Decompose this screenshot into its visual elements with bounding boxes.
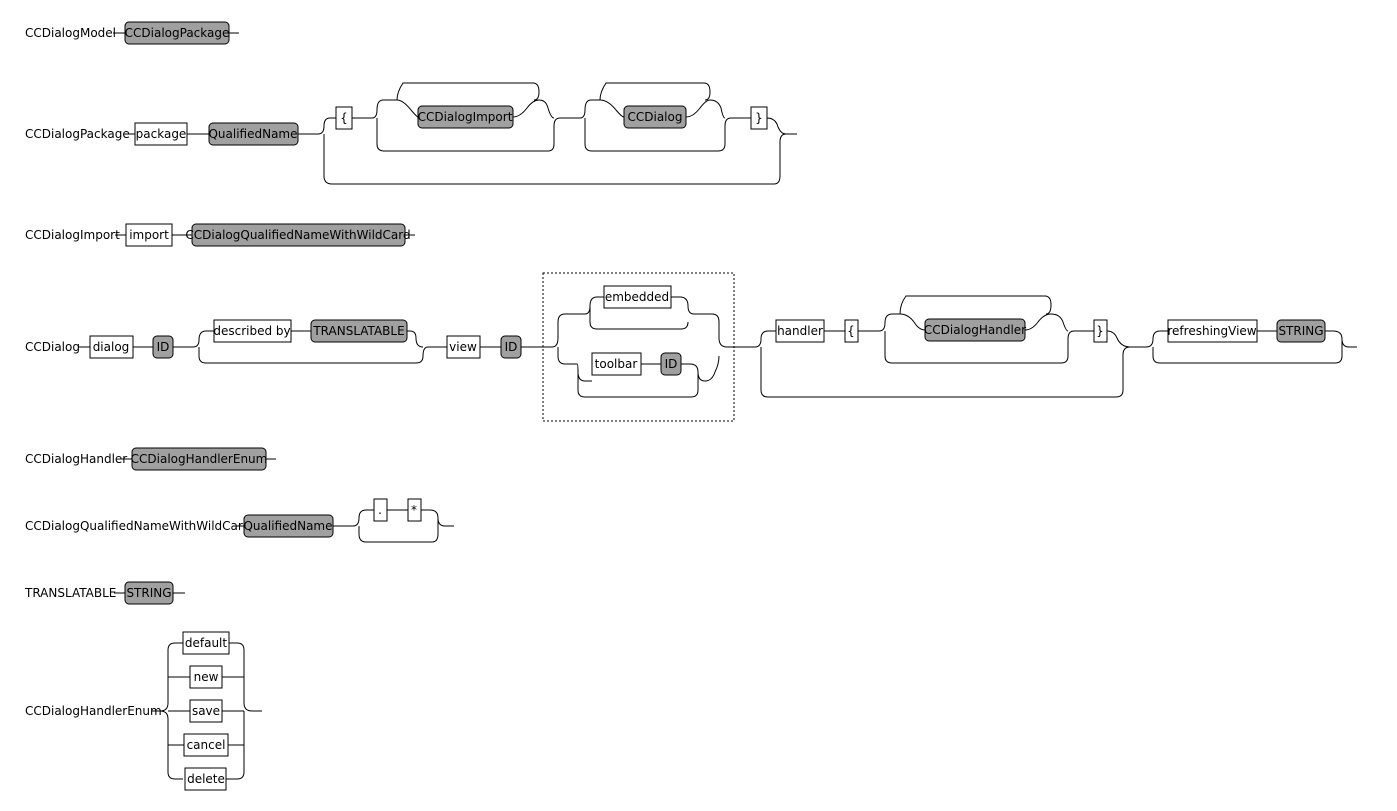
nonterminal-ccdialogpackage[interactable]: CCDialogPackage: [125, 26, 230, 40]
nonterminal-translatable[interactable]: TRANSLATABLE: [312, 324, 404, 338]
rule-name: CCDialogPackage: [25, 127, 130, 141]
nonterminal-view-id[interactable]: ID: [505, 340, 518, 354]
keyword-import[interactable]: import: [129, 228, 169, 242]
rule-name: CCDialog: [25, 340, 80, 354]
keyword-refreshingview[interactable]: refreshingView: [1167, 324, 1256, 338]
keyword-described-by[interactable]: described by: [213, 324, 290, 338]
keyword-delete[interactable]: delete: [187, 772, 225, 786]
nonterminal-qualifiedname[interactable]: QualifiedName: [208, 127, 297, 141]
keyword-package[interactable]: package: [136, 127, 187, 141]
rule-ccdialog: CCDialog dialog ID described by TRANSLAT…: [25, 272, 1357, 422]
nonterminal-string[interactable]: STRING: [1278, 324, 1323, 338]
keyword-handler-open-brace[interactable]: {: [847, 324, 855, 338]
nonterminal-ccdialoghandlerenum[interactable]: CCDialogHandlerEnum: [131, 452, 268, 466]
rule-ccdialogimport: CCDialogImport import CCDialogQualifiedN…: [25, 223, 415, 247]
nonterminal-string[interactable]: STRING: [126, 586, 171, 600]
nonterminal-ccdialoghandler[interactable]: CCDialogHandler: [924, 323, 1026, 337]
rule-ccdialoghandlerenum: CCDialogHandlerEnum default new save can…: [25, 631, 262, 791]
nonterminal-id[interactable]: ID: [157, 340, 170, 354]
keyword-star[interactable]: *: [411, 503, 417, 517]
keyword-default[interactable]: default: [185, 636, 228, 650]
keyword-toolbar[interactable]: toolbar: [595, 357, 638, 371]
rule-name: CCDialogQualifiedNameWithWildCard: [25, 519, 250, 533]
rule-translatable: TRANSLATABLE STRING: [24, 581, 185, 605]
keyword-new[interactable]: new: [194, 670, 219, 684]
nonterminal-qualifiedname-wildcard[interactable]: CCDialogQualifiedNameWithWildCard: [185, 228, 410, 242]
rule-name: CCDialogModel: [25, 26, 116, 40]
nonterminal-qualifiedname[interactable]: QualifiedName: [243, 519, 332, 533]
keyword-handler[interactable]: handler: [777, 324, 823, 338]
keyword-save[interactable]: save: [192, 704, 220, 718]
keyword-cancel[interactable]: cancel: [187, 738, 226, 752]
keyword-close-brace[interactable]: }: [755, 111, 763, 125]
keyword-handler-close-brace[interactable]: }: [1096, 324, 1104, 338]
rule-ccdialoghandler: CCDialogHandler CCDialogHandlerEnum: [25, 447, 276, 471]
rule-qualifiedname-wildcard: CCDialogQualifiedNameWithWildCard Qualif…: [25, 498, 454, 543]
keyword-dialog[interactable]: dialog: [93, 340, 130, 354]
rule-name: TRANSLATABLE: [24, 586, 116, 600]
nonterminal-toolbar-id[interactable]: ID: [665, 357, 678, 371]
keyword-view[interactable]: view: [449, 340, 477, 354]
keyword-open-brace[interactable]: {: [340, 111, 348, 125]
keyword-dot[interactable]: .: [378, 503, 382, 517]
rule-ccdialogmodel: CCDialogModel CCDialogPackage: [25, 21, 239, 45]
nonterminal-ccdialogimport[interactable]: CCDialogImport: [418, 110, 513, 124]
rule-name: CCDialogHandler: [25, 452, 127, 466]
keyword-embedded[interactable]: embedded: [605, 290, 669, 304]
nonterminal-ccdialog[interactable]: CCDialog: [628, 110, 683, 124]
rule-name: CCDialogImport: [25, 228, 120, 242]
rule-ccdialogpackage: CCDialogPackage package QualifiedName { …: [25, 82, 797, 185]
rule-name: CCDialogHandlerEnum: [25, 704, 162, 718]
